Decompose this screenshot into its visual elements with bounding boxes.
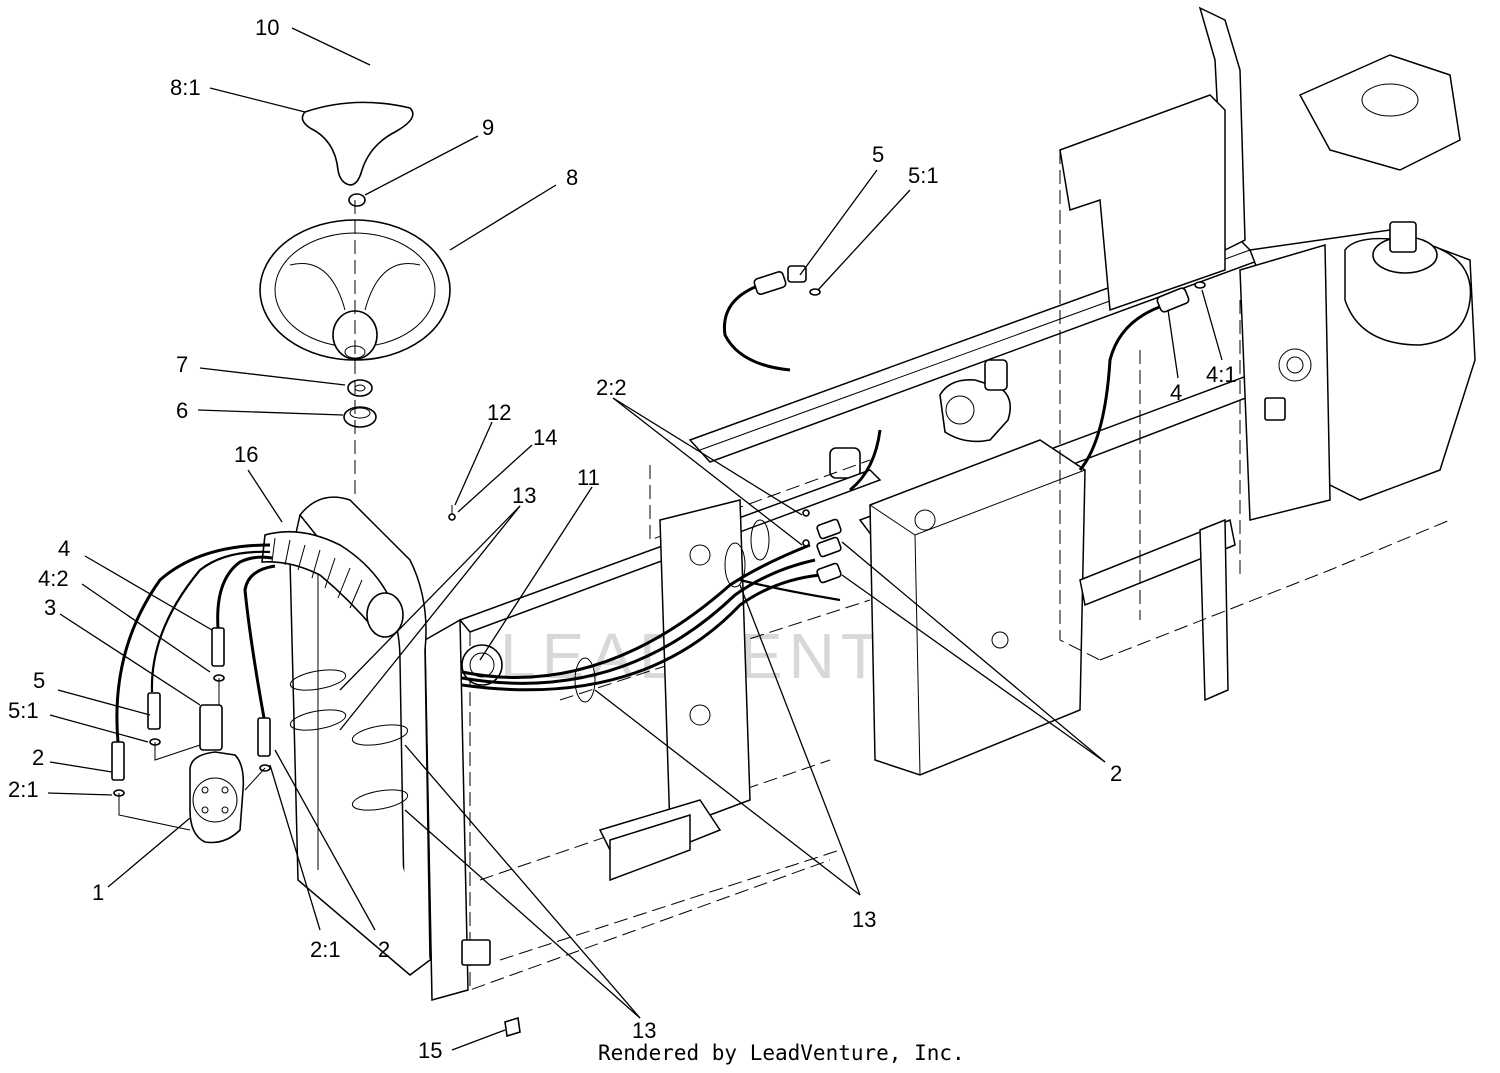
- callout-1: 1: [92, 880, 104, 905]
- callout-11: 11: [577, 465, 600, 490]
- callout-14: 14: [533, 425, 557, 450]
- callout-9: 9: [482, 115, 494, 140]
- callout-labels: 10 8:1 9 8 7 6 16 12 14 13 11 4 4:2 3 5 …: [8, 15, 1237, 1063]
- chassis-frame: [688, 6, 1476, 776]
- steering-wheel-assembly: [259, 101, 451, 500]
- callout-10: 10: [255, 15, 279, 40]
- hose-clamps: [289, 505, 770, 1038]
- leader-lines: [47, 27, 1223, 1051]
- callout-4-left: 4: [58, 536, 70, 561]
- front-frame: [424, 459, 882, 1001]
- steering-shroud: [261, 496, 431, 976]
- callout-7: 7: [176, 352, 188, 377]
- callout-5-1-top: 5:1: [908, 163, 939, 188]
- callout-15: 15: [418, 1038, 442, 1063]
- callout-2-bottom: 2: [378, 937, 390, 962]
- steering-valve-assembly: [111, 627, 271, 844]
- callout-13-bottom: 13: [632, 1018, 656, 1043]
- footer-credit: Rendered by LeadVenture, Inc.: [598, 1041, 965, 1065]
- callout-13-a: 13: [512, 483, 536, 508]
- hydraulic-hoses: [115, 265, 1206, 743]
- callout-5-left: 5: [33, 668, 45, 693]
- callout-8: 8: [566, 165, 578, 190]
- callout-12: 12: [487, 400, 511, 425]
- callout-5-top: 5: [872, 142, 884, 167]
- callout-13-right: 13: [852, 907, 876, 932]
- callout-5-1-left: 5:1: [8, 698, 39, 723]
- callout-2-right: 2: [1110, 761, 1122, 786]
- callout-3: 3: [44, 595, 56, 620]
- callout-2-1-bottom: 2:1: [310, 937, 341, 962]
- callout-16: 16: [234, 442, 258, 467]
- callout-4-right: 4: [1170, 380, 1182, 405]
- callout-4-2: 4:2: [38, 566, 69, 591]
- callout-8-1: 8:1: [170, 75, 201, 100]
- callout-4-1: 4:1: [1206, 362, 1237, 387]
- callout-2-left: 2: [32, 745, 44, 770]
- callout-2-2: 2:2: [596, 375, 627, 400]
- callout-6: 6: [176, 398, 188, 423]
- callout-2-1-left: 2:1: [8, 777, 39, 802]
